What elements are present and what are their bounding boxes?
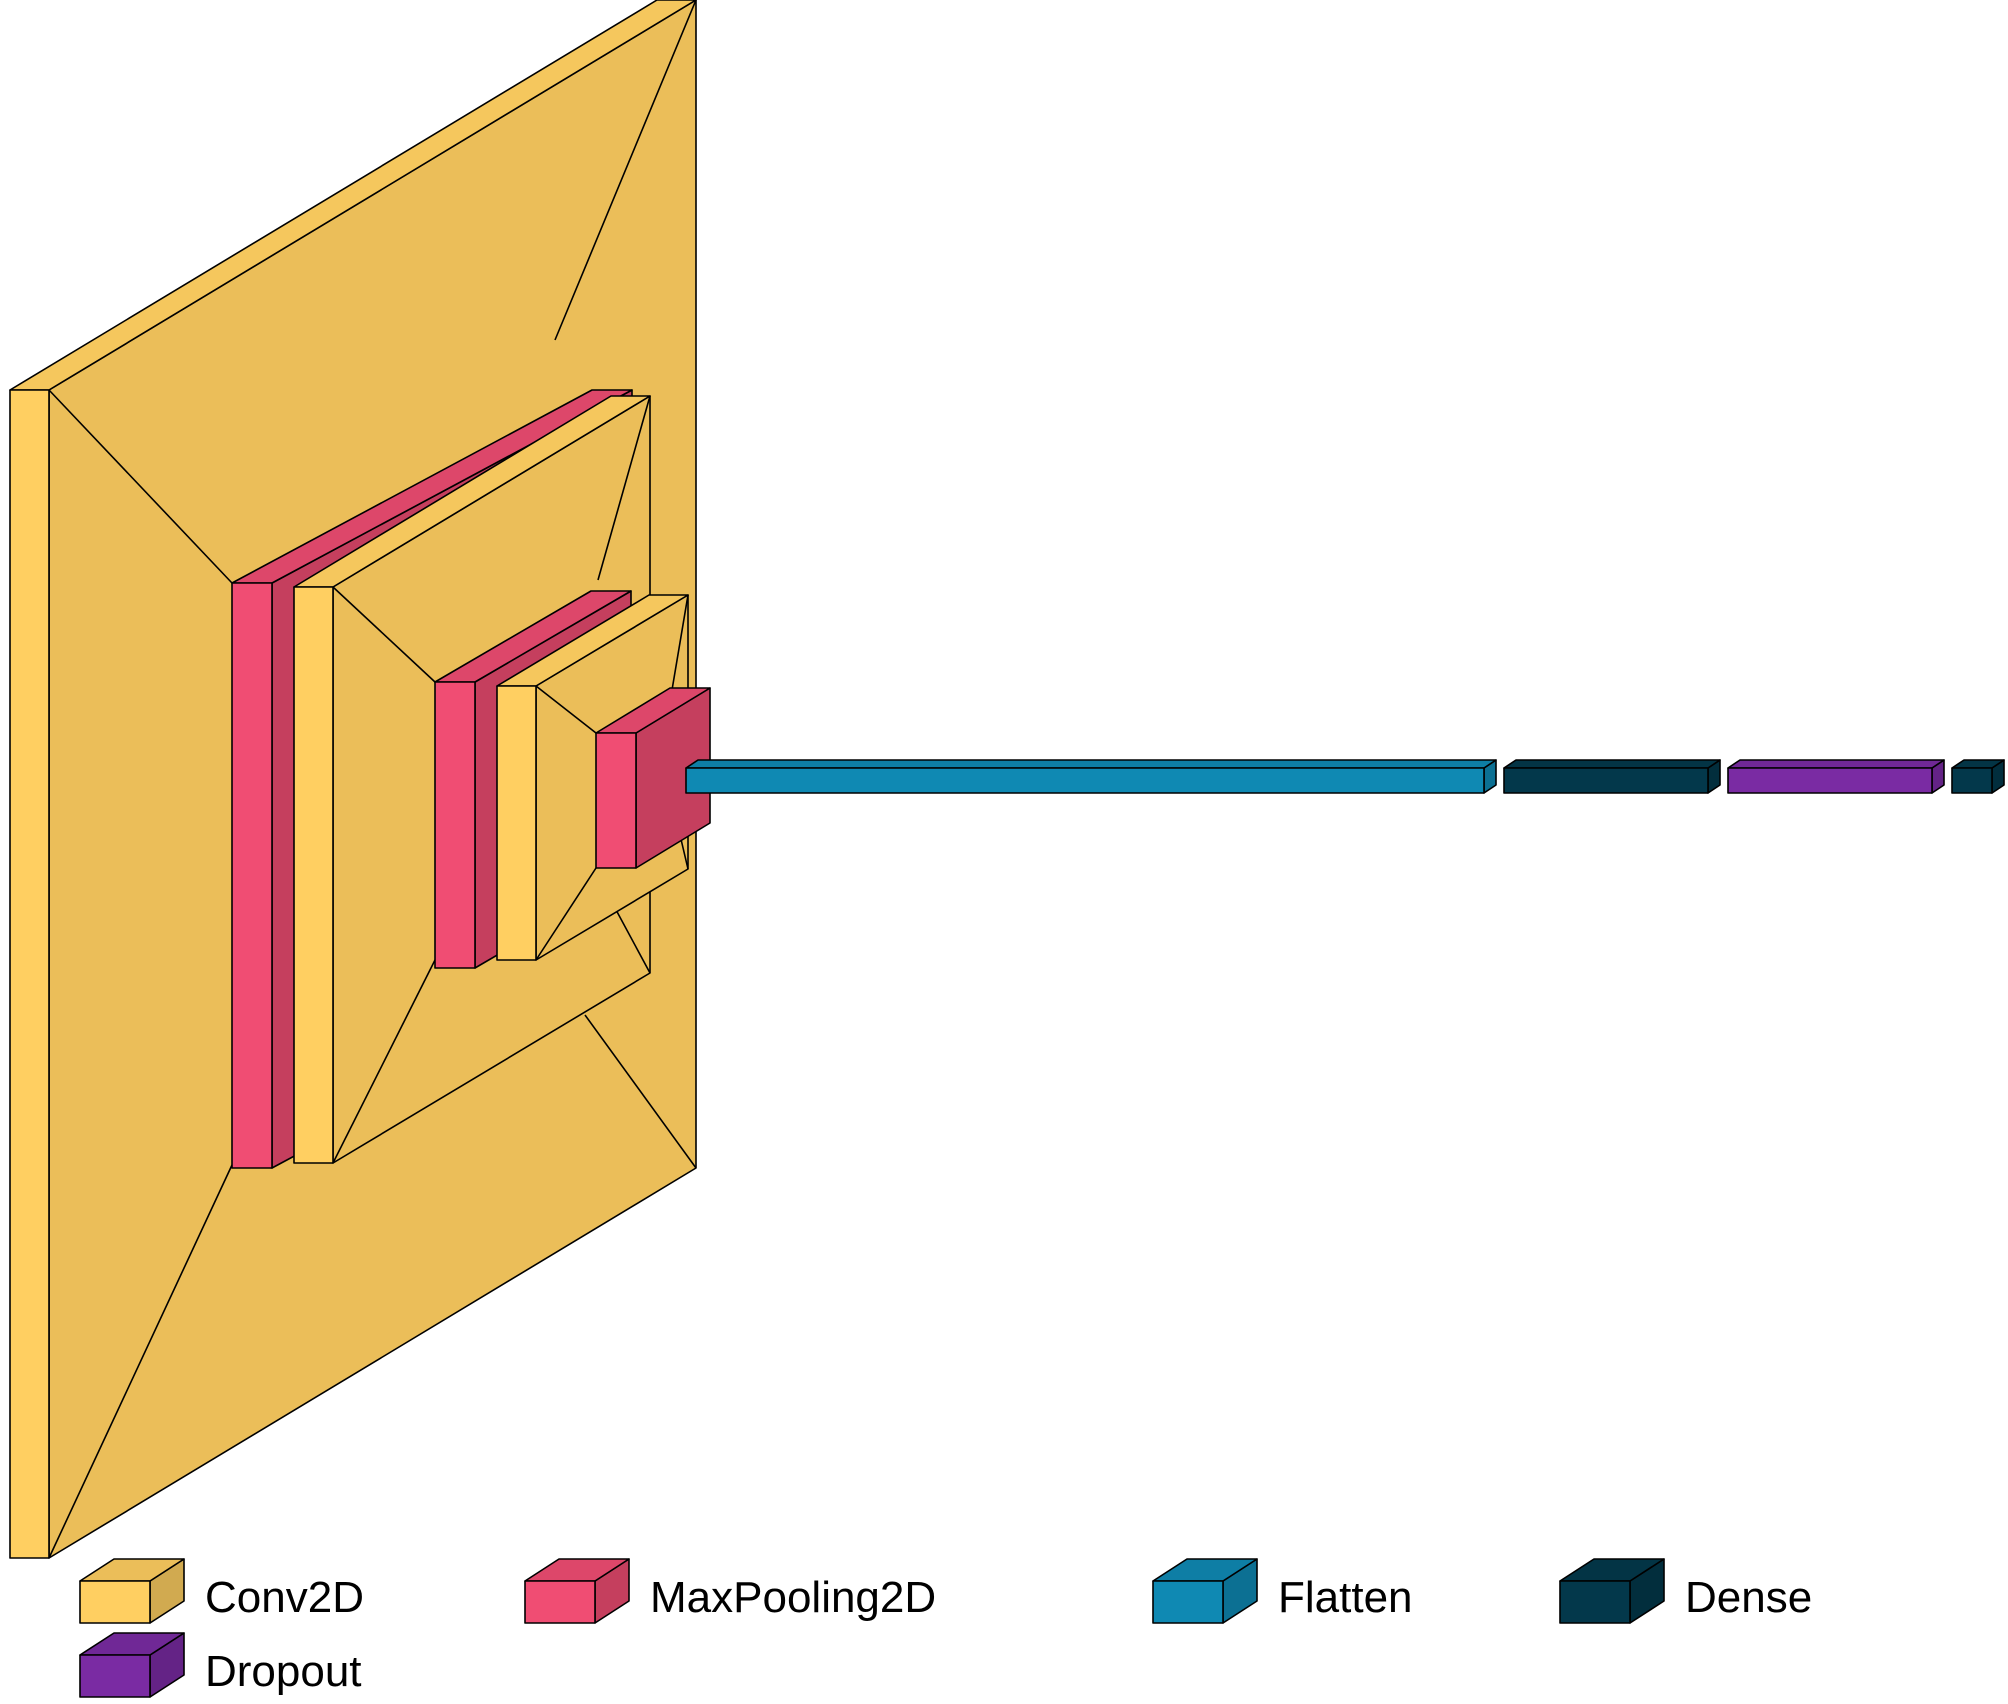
legend-label-dropout: Dropout	[205, 1647, 362, 1696]
layer-8-dense-front-face	[1503, 767, 1709, 794]
legend-item-flatten: Flatten	[1152, 1558, 1413, 1624]
swatch-front-face	[1152, 1580, 1224, 1624]
legend-item-dropout: Dropout	[79, 1632, 362, 1698]
layer-9-dropout-front-face	[1727, 767, 1933, 794]
legend: Conv2D MaxPooling2D Flatten Dense Dropou…	[79, 1558, 1812, 1698]
legend-label-maxpooling2d: MaxPooling2D	[650, 1573, 936, 1622]
guide-line-tr	[554, 0, 697, 341]
layer-7-flatten	[685, 759, 1497, 794]
legend-item-maxpooling2d: MaxPooling2D	[524, 1558, 936, 1624]
legend-label-conv2d: Conv2D	[205, 1573, 364, 1622]
layer-stack	[9, 0, 2005, 1559]
guide-line-bl	[48, 1164, 233, 1559]
layer-4-maxpooling2d-front-face	[434, 681, 476, 969]
swatch-front-face	[1559, 1580, 1631, 1624]
guide-line-tl	[48, 389, 233, 584]
layer-6-maxpooling2d	[595, 687, 711, 869]
legend-item-conv2d: Conv2D	[79, 1558, 364, 1624]
layer-3-conv2d-front-face	[293, 586, 334, 1164]
dropout-swatch-icon	[79, 1632, 185, 1698]
conv2d-swatch-icon	[79, 1558, 185, 1624]
guide-line-3-bl	[332, 959, 436, 1164]
layer-5-conv2d-front-face	[496, 685, 537, 961]
guide-line-3-br	[614, 907, 651, 974]
layer-3-conv2d	[293, 395, 651, 1164]
guide-line-5-tl	[535, 685, 597, 734]
layer-7-flatten-front-face	[685, 767, 1485, 794]
flatten-swatch-icon	[1152, 1558, 1258, 1624]
swatch-front-face	[79, 1580, 151, 1624]
legend-item-dense: Dense	[1559, 1558, 1812, 1624]
swatch-front-face	[79, 1654, 151, 1698]
layer-10-dense	[1951, 759, 2005, 794]
maxpooling2d-swatch-icon	[524, 1558, 630, 1624]
layer-1-conv2d-front-face	[9, 389, 50, 1559]
guide-line-br	[584, 1014, 697, 1169]
guide-line-5-bl	[535, 867, 597, 961]
layer-8-dense	[1503, 759, 1721, 794]
legend-label-dense: Dense	[1685, 1573, 1812, 1622]
guide-line-3-tl	[332, 586, 436, 683]
layer-10-dense-front-face	[1951, 767, 1993, 794]
layer-9-dropout	[1727, 759, 1945, 794]
layer-2-maxpooling2d-front-face	[231, 582, 273, 1169]
layer-6-maxpooling2d-front-face	[595, 732, 637, 869]
legend-label-flatten: Flatten	[1278, 1573, 1413, 1622]
swatch-front-face	[524, 1580, 596, 1624]
guide-line-3-tr	[597, 395, 651, 581]
layer-8-dense-top-face	[1503, 759, 1721, 769]
guide-line-5-tr	[671, 594, 689, 691]
dense-swatch-icon	[1559, 1558, 1665, 1624]
layer-7-flatten-top-face	[685, 759, 1497, 769]
layer-9-dropout-top-face	[1727, 759, 1945, 769]
